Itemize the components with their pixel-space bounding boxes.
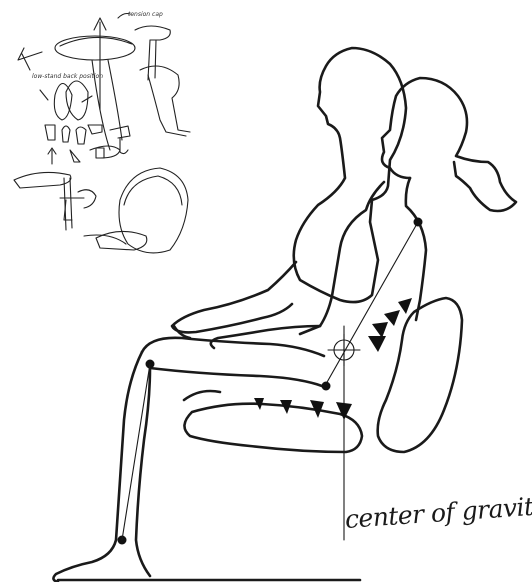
sketch-label-tension-cap: tension cap (128, 11, 163, 18)
pressure-wedge-icon (398, 298, 412, 314)
pressure-wedge-icon (372, 322, 388, 338)
shoulder-joint-dot (414, 218, 423, 227)
concept-sketches: tension cap low-stand back position (14, 11, 190, 253)
pressure-wedge-icons (254, 298, 412, 420)
sketch-label-back-position: low-stand back position (32, 73, 103, 80)
center-of-gravity-crosshair-icon (328, 334, 360, 366)
upright-figure-outline (172, 48, 406, 338)
pressure-wedge-icon (368, 336, 386, 352)
hip-joint-dot (322, 382, 331, 391)
